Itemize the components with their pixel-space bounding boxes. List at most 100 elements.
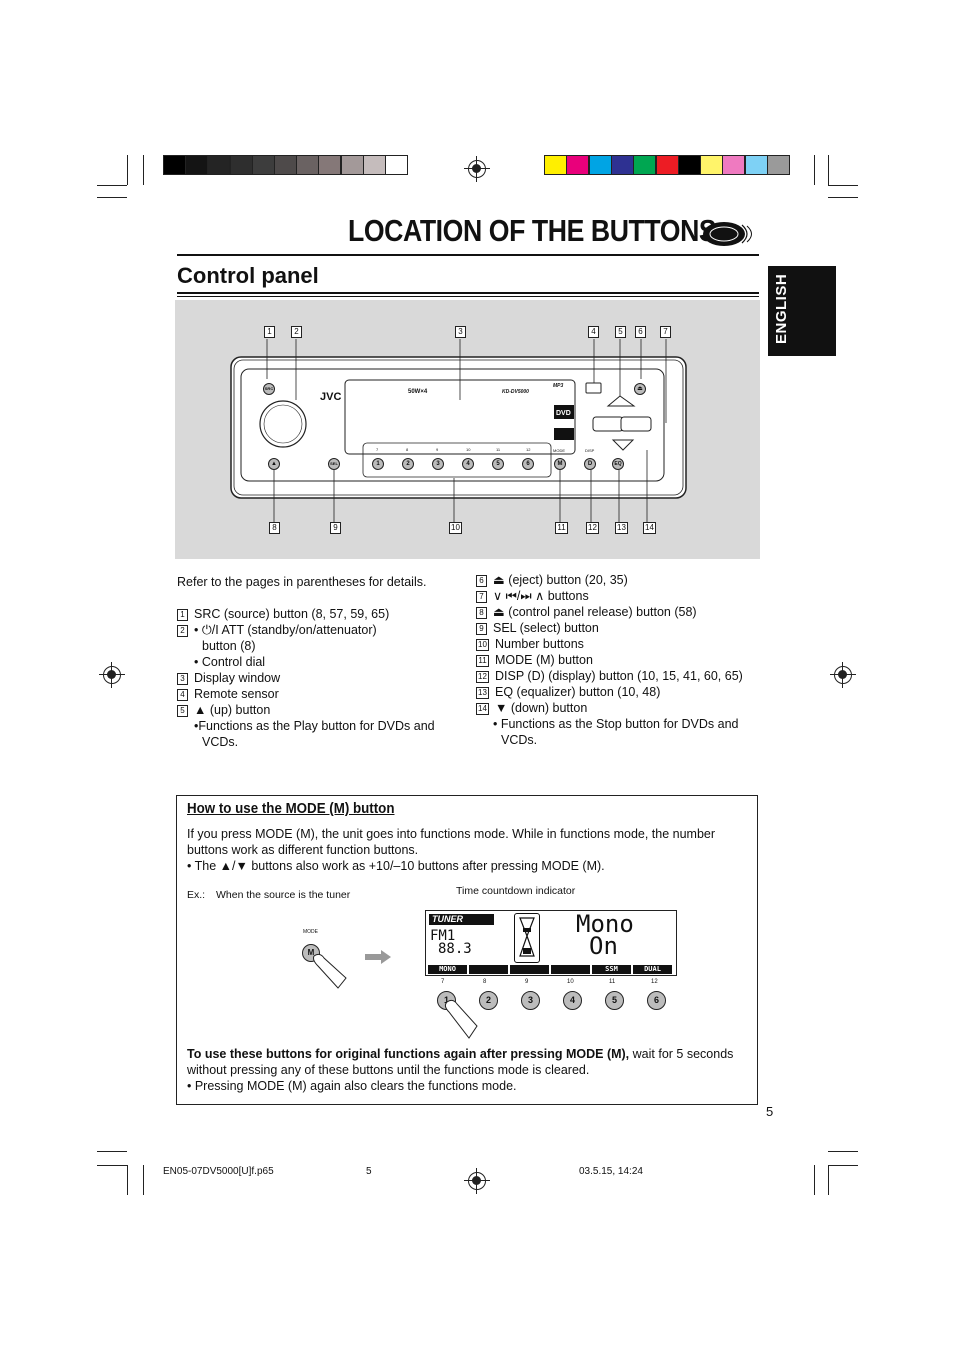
example-number-button: 6 xyxy=(647,991,666,1010)
list-text: SRC (source) button (8, 57, 59, 65) xyxy=(194,607,390,621)
footer-date: 03.5.15, 14:24 xyxy=(579,1166,643,1177)
callout-number: 9 xyxy=(330,522,341,534)
dvd-logo: DVD xyxy=(556,410,571,417)
color-swatch xyxy=(340,155,364,175)
footer-file: EN05-07DV5000[U]f.p65 xyxy=(163,1166,274,1177)
list-text: Remote sensor xyxy=(194,687,279,701)
callout-number: 11 xyxy=(555,522,568,534)
crop-mark xyxy=(828,155,829,185)
crop-mark xyxy=(97,197,127,198)
eject-button: ⏏ xyxy=(634,383,646,395)
color-swatch xyxy=(229,155,253,175)
list-number: 10 xyxy=(476,638,489,651)
list-text: Number buttons xyxy=(495,637,584,651)
example-number-caption: 9 xyxy=(525,979,529,985)
list-text: EQ (equalizer) button (10, 48) xyxy=(495,685,661,699)
page-title: LOCATION OF THE BUTTONS xyxy=(348,213,717,248)
callout-number: 2 xyxy=(291,326,302,338)
lcd-line1: Mono xyxy=(576,910,634,938)
finger-press-icon xyxy=(444,999,478,1039)
callout-number: 14 xyxy=(643,522,656,534)
crop-mark xyxy=(127,1165,128,1195)
mode-label-example: MODE xyxy=(303,929,318,935)
list-text: •Functions as the Play button for DVDs a… xyxy=(194,719,435,733)
color-swatch xyxy=(362,155,386,175)
howto-para2-line2: without pressing any of these buttons un… xyxy=(187,1063,590,1077)
color-swatch xyxy=(677,155,701,175)
list-number: 14 xyxy=(476,702,489,715)
example-number-caption: 7 xyxy=(441,979,445,985)
list-number: 7 xyxy=(476,590,487,603)
list-text: MODE (M) button xyxy=(495,653,593,667)
list-number: 9 xyxy=(476,622,487,635)
crop-mark xyxy=(127,155,128,185)
list-item: VCDs. xyxy=(177,734,238,750)
list-number: 4 xyxy=(177,688,188,701)
registration-mark xyxy=(99,662,125,688)
example-text: When the source is the tuner xyxy=(216,889,351,901)
callout-number: 4 xyxy=(588,326,599,338)
callout-number: 1 xyxy=(264,326,275,338)
mode-caption: MODE xyxy=(553,448,565,453)
lcd-softkey: SSM xyxy=(592,965,631,974)
mode-button: M xyxy=(554,458,566,470)
list-text: button (8) xyxy=(202,639,256,653)
section-rule-thin xyxy=(177,296,759,297)
list-text: ▼ (down) button xyxy=(495,701,588,715)
howto-bullet2: • Pressing MODE (M) again also clears th… xyxy=(187,1079,517,1093)
example-number-caption: 11 xyxy=(609,979,616,985)
color-swatch xyxy=(655,155,679,175)
example-number-caption: 12 xyxy=(651,979,658,985)
crop-mark xyxy=(828,197,858,198)
crop-mark xyxy=(143,155,144,185)
disp-button: D xyxy=(584,458,596,470)
list-number: 11 xyxy=(476,654,489,667)
callout-number: 10 xyxy=(449,522,462,534)
device-number-button: 6 xyxy=(522,458,534,470)
device-number-caption: 8 xyxy=(406,447,409,452)
registration-mark xyxy=(830,662,856,688)
list-item: • Control dial xyxy=(177,654,265,670)
list-item: 2• ⏻/I ATT (standby/on/attenuator) xyxy=(177,622,377,638)
list-item: • Functions as the Stop button for DVDs … xyxy=(476,716,738,732)
list-text: ▲ (up) button xyxy=(194,703,271,717)
src-button: SRC xyxy=(263,383,275,395)
color-swatch xyxy=(251,155,275,175)
lcd-softkey xyxy=(551,965,590,974)
lcd-line2: On xyxy=(589,932,618,960)
list-text: ⏏ (control panel release) button (58) xyxy=(493,605,697,619)
release-button: ▲ xyxy=(268,458,280,470)
lcd-softkey xyxy=(510,965,549,974)
crop-mark xyxy=(143,1165,144,1195)
color-swatch xyxy=(185,155,209,175)
crop-mark xyxy=(97,185,127,186)
color-swatch xyxy=(566,155,590,175)
crop-mark xyxy=(828,1165,858,1166)
list-item: 11 MODE (M) button xyxy=(476,652,593,668)
color-swatch xyxy=(610,155,634,175)
list-item: 4 Remote sensor xyxy=(177,686,279,702)
callout-number: 13 xyxy=(615,522,628,534)
list-number: 1 xyxy=(177,608,188,621)
crop-mark xyxy=(814,1165,815,1195)
footer-page: 5 xyxy=(366,1166,372,1177)
howto-bold-lead: To use these buttons for original functi… xyxy=(187,1047,630,1061)
example-number-button: 2 xyxy=(479,991,498,1010)
list-text: SEL (select) button xyxy=(493,621,599,635)
list-item: button (8) xyxy=(177,638,256,654)
device-number-button: 1 xyxy=(372,458,384,470)
color-swatch xyxy=(385,155,408,175)
example-label: Ex.: xyxy=(187,889,206,901)
list-item: VCDs. xyxy=(476,732,537,748)
example-number-caption: 8 xyxy=(483,979,487,985)
list-number: 5 xyxy=(177,704,188,717)
eq-button: EQ xyxy=(612,458,624,470)
list-text: • Functions as the Stop button for DVDs … xyxy=(493,717,739,731)
crop-mark xyxy=(97,1165,127,1166)
crop-mark xyxy=(828,1165,829,1195)
mp3-logo: MP3 xyxy=(553,383,564,389)
